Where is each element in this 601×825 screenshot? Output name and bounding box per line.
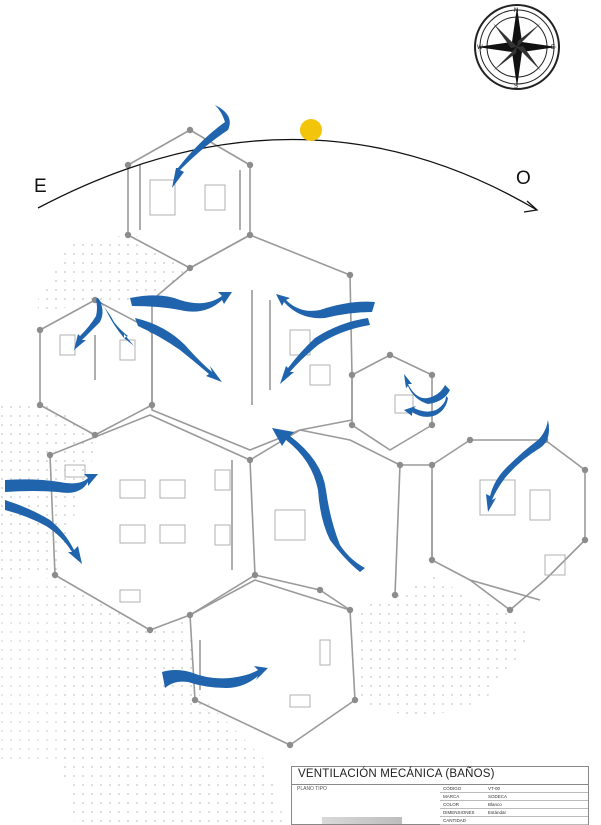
column-nodes (36, 126, 589, 749)
sun-icon (300, 119, 322, 141)
title-block-subtitle: PLANO TIPO (297, 786, 327, 792)
airflow-arrow-upper-right-1 (276, 294, 375, 319)
airflow-arrow-upper-right-2 (280, 318, 370, 384)
spec-value: VT-00 (488, 786, 501, 791)
compass-rose-icon: N S E W (474, 4, 560, 90)
airflow-arrow-bath-right (96, 298, 134, 346)
spec-value: Estándar (488, 810, 507, 815)
airflow-arrows (5, 105, 549, 688)
airflow-arrow-left-2 (5, 500, 82, 564)
airflow-arrow-top (172, 105, 230, 188)
title-block: VENTILACIÓN MECÁNICA (BAÑOS) PLANO TIPO … (291, 766, 589, 825)
spec-row: CANTIDAD (440, 817, 588, 825)
airflow-arrow-bath-left (74, 298, 103, 350)
title-block-spec-table: CÓDIGO VT-00 MARCA SODECA COLOR Blanco DIME… (440, 785, 588, 825)
airflow-arrow-small-right (404, 374, 450, 404)
compass-s-label: S (514, 84, 518, 90)
west-label: O (516, 168, 531, 189)
spec-key: CANTIDAD (443, 818, 467, 823)
compass-w-label: W (477, 45, 483, 51)
dotted-exterior-zones (0, 235, 530, 823)
spec-row: COLOR Blanco (440, 801, 588, 809)
spec-key: DIMENSIONES (443, 810, 475, 815)
airflow-arrow-upper-left-2 (135, 318, 222, 382)
spec-key: CÓDIGO (443, 786, 462, 791)
spec-row: MARCA SODECA (440, 793, 588, 801)
sun-path-arrowhead (523, 200, 539, 213)
spec-row: DIMENSIONES Estándar (440, 809, 588, 817)
airflow-arrow-upper-left-1 (130, 292, 232, 312)
east-label: E (34, 176, 47, 197)
airflow-arrow-right (486, 420, 549, 512)
airflow-arrow-small-right-2 (404, 396, 448, 417)
spec-value: Blanco (488, 802, 502, 807)
airflow-arrow-center (272, 428, 365, 572)
title-block-image-placeholder (322, 817, 402, 824)
compass-e-label: E (551, 45, 555, 51)
spec-key: COLOR (443, 802, 460, 807)
airflow-arrow-bottom (162, 666, 268, 688)
title-block-title: VENTILACIÓN MECÁNICA (BAÑOS) (298, 768, 495, 780)
spec-value: SODECA (488, 794, 508, 799)
compass-n-label: N (514, 8, 518, 14)
title-block-divider (292, 784, 588, 785)
spec-row: CÓDIGO VT-00 (440, 785, 588, 793)
sun-path-arc (37, 138, 538, 211)
spec-key: MARCA (443, 794, 460, 799)
airflow-arrow-left-1 (5, 474, 98, 493)
